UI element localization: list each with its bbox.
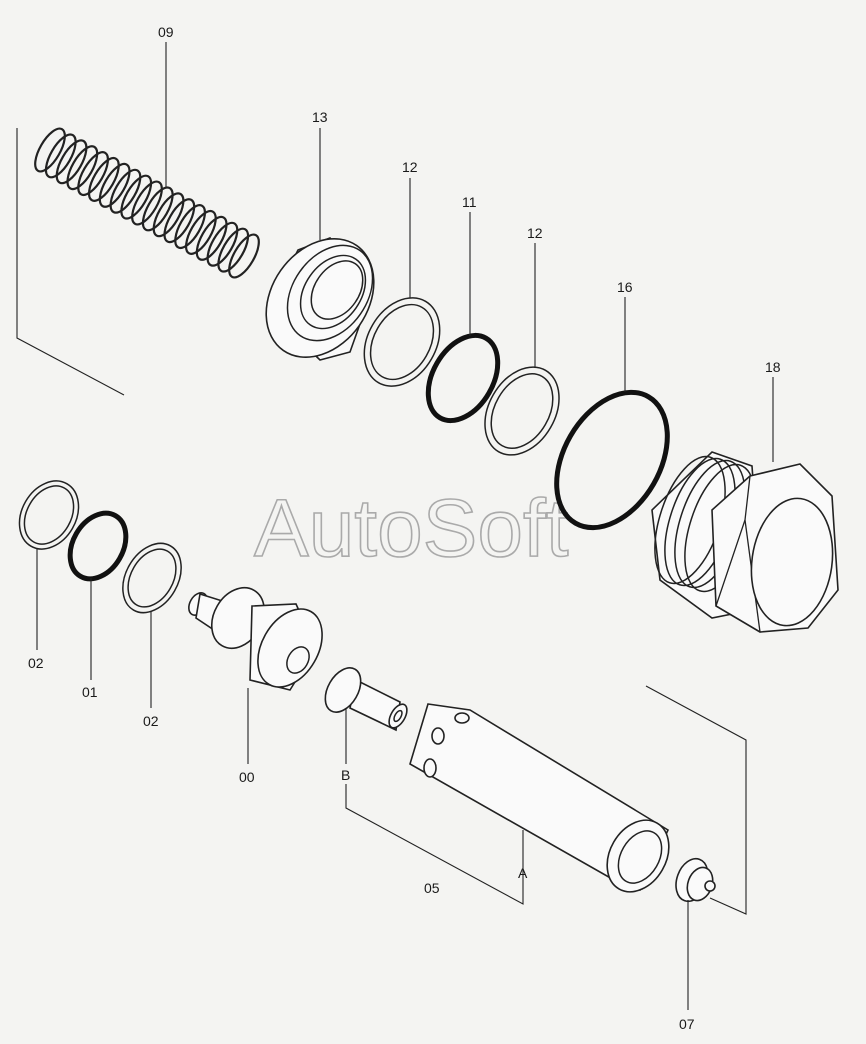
- pin-B: [324, 667, 408, 732]
- spring-coil: [77, 151, 110, 197]
- spring-coil: [217, 227, 250, 273]
- seat-13: [265, 237, 375, 361]
- spring-coil: [206, 221, 239, 267]
- backup-ring-12-a: [363, 297, 441, 387]
- lower-group-bracket: [645, 685, 747, 915]
- plug-18: [651, 451, 839, 633]
- spring-coil: [120, 174, 153, 220]
- callout-02-b: 02: [143, 713, 159, 729]
- callout-00: 00: [239, 769, 255, 785]
- spring-coil: [152, 192, 185, 238]
- o-ring-01: [67, 510, 129, 582]
- leader-05-bracket: [345, 784, 524, 905]
- spring-coil: [141, 186, 174, 232]
- spring-09: [34, 127, 260, 279]
- callout-13: 13: [312, 109, 328, 125]
- callout-A: A: [518, 865, 528, 881]
- spring-coil: [98, 162, 131, 208]
- spring-coil: [87, 156, 120, 202]
- upper-group-bracket: [16, 128, 125, 396]
- callout-01: 01: [82, 684, 98, 700]
- callout-12-a: 12: [402, 159, 418, 175]
- spring-coil: [195, 215, 228, 261]
- callout-05: 05: [424, 880, 440, 896]
- sleeve-A: [409, 703, 670, 893]
- backup-ring-12-b: [484, 366, 560, 456]
- backup-ring-02-a: [18, 480, 80, 550]
- spring-coil: [228, 233, 260, 279]
- poppet-00: [188, 587, 323, 691]
- callout-02-a: 02: [28, 655, 44, 671]
- spring-coil: [66, 145, 99, 191]
- spring-coil: [55, 139, 88, 185]
- spring-coil: [109, 168, 142, 214]
- callout-16: 16: [617, 279, 633, 295]
- callout-B: B: [341, 767, 350, 783]
- callout-09: 09: [158, 24, 174, 40]
- callout-18: 18: [765, 359, 781, 375]
- callout-11: 11: [462, 194, 477, 210]
- spring-coil: [184, 209, 217, 255]
- watermark: AutoSoft: [254, 483, 569, 574]
- o-ring-16: [554, 389, 670, 531]
- spring-coil: [131, 180, 163, 226]
- o-ring-11: [425, 332, 501, 424]
- spring-coil: [163, 198, 196, 244]
- spring-coil: [174, 204, 207, 250]
- spring-coil: [34, 127, 66, 173]
- backup-ring-02-b: [122, 542, 182, 614]
- callout-07: 07: [679, 1016, 695, 1032]
- spring-coil: [44, 133, 77, 179]
- plug-07: [675, 857, 716, 903]
- callout-12-b: 12: [527, 225, 543, 241]
